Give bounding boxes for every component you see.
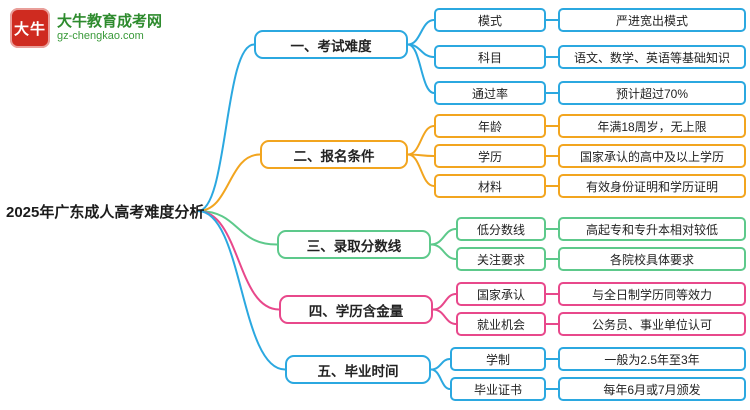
- connector: [407, 43, 435, 94]
- leaf-key: 低分数线: [456, 217, 546, 241]
- root-to-branch-connectors: [197, 43, 286, 371]
- leaf-value: 一般为2.5年至3年: [558, 347, 746, 371]
- logo: 大牛 大牛教育成考网 gz-chengkao.com: [10, 8, 162, 48]
- connector-root-branch2: [197, 153, 261, 212]
- leaf-value: 每年6月或7月颁发: [558, 377, 746, 401]
- connector-root-branch5: [197, 210, 286, 371]
- logo-seal-icon: 大牛: [10, 8, 50, 48]
- leaf-value: 年满18周岁，无上限: [558, 114, 746, 138]
- leaf-key: 毕业证书: [450, 377, 546, 401]
- logo-seal-text: 大牛: [13, 20, 46, 38]
- leaf-key: 科目: [434, 45, 546, 69]
- branch-node-admission-score-line: 三、录取分数线: [277, 230, 431, 259]
- leaf-value: 有效身份证明和学历证明: [558, 174, 746, 198]
- root-node-title: 2025年广东成人高考难度分析: [6, 204, 205, 221]
- connector: [430, 243, 457, 260]
- connector: [407, 153, 435, 187]
- site-url: gz-chengkao.com: [57, 30, 144, 43]
- leaf-key: 学历: [434, 144, 546, 168]
- connector: [430, 228, 457, 246]
- leaf-key: 年龄: [434, 114, 546, 138]
- leaf-value: 国家承认的高中及以上学历: [558, 144, 746, 168]
- leaf-value: 语文、数学、英语等基础知识: [558, 45, 746, 69]
- site-name: 大牛教育成考网: [57, 13, 163, 31]
- connector: [407, 153, 435, 157]
- branch-node-exam-difficulty: 一、考试难度: [254, 30, 408, 59]
- connector: [432, 308, 457, 325]
- branch-node-degree-value: 四、学历含金量: [279, 295, 433, 324]
- leaf-key: 材料: [434, 174, 546, 198]
- leaf-value: 各院校具体要求: [558, 247, 746, 271]
- leaf-value: 预计超过70%: [558, 81, 746, 105]
- leaf-key: 国家承认: [456, 282, 546, 306]
- connector: [407, 125, 435, 156]
- leaf-key: 就业机会: [456, 312, 546, 336]
- connector: [407, 43, 435, 58]
- connector: [430, 358, 451, 371]
- logo-text: 大牛教育成考网 gz-chengkao.com: [57, 13, 162, 43]
- branch-node-application-requirements: 二、报名条件: [260, 140, 408, 169]
- leaf-key: 模式: [434, 8, 546, 32]
- leaf-value: 与全日制学历同等效力: [558, 282, 746, 306]
- leaf-value: 公务员、事业单位认可: [558, 312, 746, 336]
- connector: [407, 19, 435, 46]
- connector-root-branch1: [197, 43, 255, 212]
- branch-node-graduation-time: 五、毕业时间: [285, 355, 431, 384]
- leaf-key: 学制: [450, 347, 546, 371]
- connector-root-branch3: [197, 210, 278, 246]
- connector-root-branch4: [197, 210, 280, 311]
- leaf-key: 关注要求: [456, 247, 546, 271]
- connector: [432, 293, 457, 311]
- leaf-value: 高起专和专升本相对较低: [558, 217, 746, 241]
- leaf-key: 通过率: [434, 81, 546, 105]
- connector: [430, 368, 451, 390]
- leaf-value: 严进宽出模式: [558, 8, 746, 32]
